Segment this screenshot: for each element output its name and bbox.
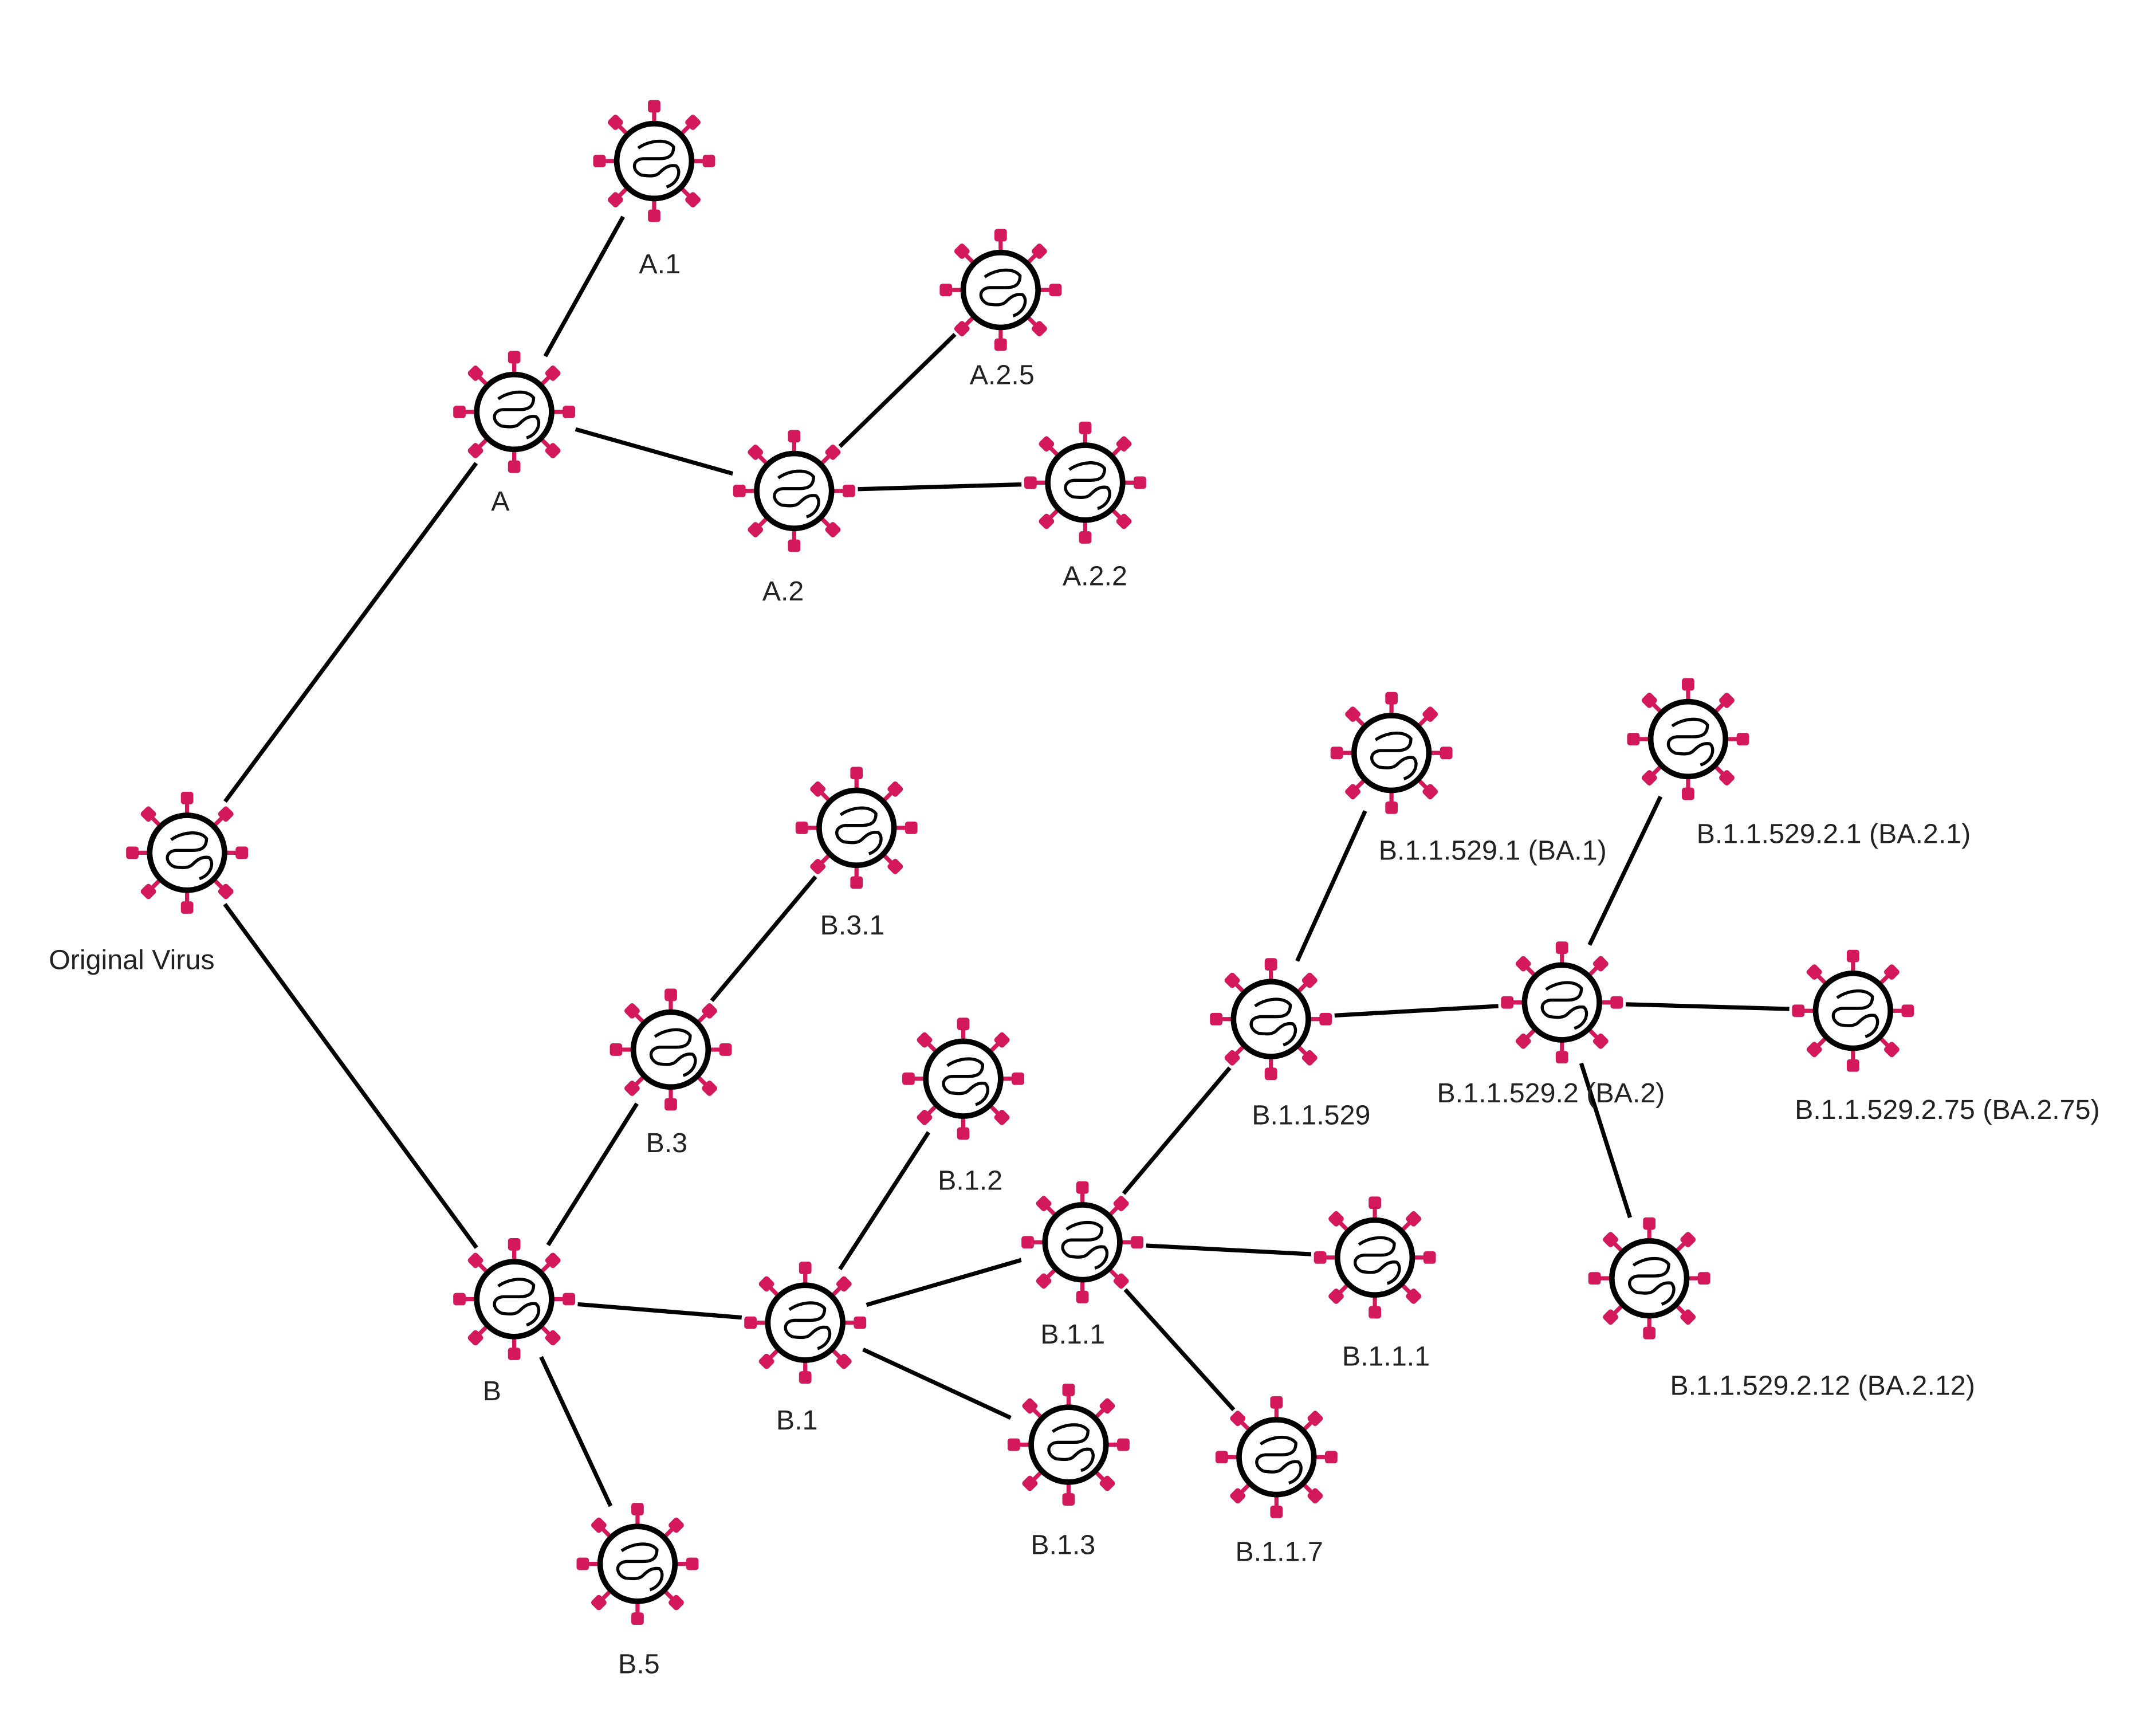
virus-node[interactable]: B.1.1.529	[1210, 958, 1370, 1131]
node-label: Original Virus	[49, 945, 214, 976]
virus-node[interactable]: A	[453, 351, 576, 517]
virus-node[interactable]: B.1.3	[1007, 1384, 1130, 1561]
virus-icon	[1792, 949, 1914, 1072]
edge-B-B1	[577, 1302, 742, 1320]
edge-B11-B117	[1123, 1288, 1236, 1412]
node-label: A.1	[639, 249, 681, 280]
virus-node[interactable]: B.1.2	[902, 1018, 1024, 1196]
virus-icon	[126, 791, 249, 914]
edge-orig-B	[223, 903, 478, 1249]
edge-B11-B111	[1146, 1243, 1312, 1256]
edge-A2-A25	[838, 333, 957, 448]
edge-B3-B31	[710, 875, 817, 1002]
edges	[223, 215, 1790, 1507]
virus-icon	[1627, 678, 1749, 800]
virus-icon	[453, 351, 576, 473]
virus-icon	[1210, 958, 1332, 1081]
node-label: B.5	[618, 1649, 660, 1680]
virus-icon	[795, 767, 918, 889]
node-label: B.3	[646, 1128, 687, 1158]
virus-icon	[1330, 692, 1453, 814]
node-label: A.2.5	[970, 360, 1035, 391]
virus-icon	[1021, 1181, 1144, 1303]
virus-node[interactable]: B.3	[609, 988, 732, 1158]
virus-icon	[1588, 1217, 1710, 1340]
edge-A2-A22	[858, 482, 1022, 492]
virus-node[interactable]: A.2.5	[939, 229, 1062, 391]
virus-node[interactable]: B.1.1.529.2.75 (BA.2.75)	[1792, 949, 2100, 1125]
virus-node[interactable]: B.3.1	[795, 767, 918, 941]
node-label: A.2	[762, 576, 804, 607]
node-label: A	[491, 486, 510, 517]
virus-icon	[453, 1238, 576, 1360]
virus-icon	[1215, 1396, 1338, 1518]
edge-orig-A	[223, 462, 478, 803]
virus-icon	[733, 430, 855, 552]
node-label: B.1.1.529.2.12 (BA.2.12)	[1670, 1370, 1975, 1401]
virus-icon	[902, 1018, 1024, 1140]
node-label: B.1.1.7	[1236, 1537, 1323, 1568]
virus-icon	[576, 1503, 699, 1625]
virus-icon	[1024, 421, 1146, 544]
virus-node[interactable]: B.1.1	[1021, 1181, 1144, 1350]
node-label: B.1.1.529.1 (BA.1)	[1379, 835, 1607, 866]
virus-node[interactable]: B.1.1.1	[1314, 1196, 1436, 1372]
edge-B11-B11529	[1122, 1066, 1232, 1195]
virus-icon	[744, 1262, 867, 1384]
node-label: B	[483, 1376, 501, 1407]
virus-icon	[1007, 1384, 1130, 1506]
virus-node[interactable]: B.1.1.529.1 (BA.1)	[1330, 692, 1607, 866]
node-label: B.1.1	[1040, 1319, 1105, 1350]
virus-node[interactable]: B.1.1.529.2.1 (BA.2.1)	[1627, 678, 1971, 850]
node-label: B.1.1.529	[1252, 1100, 1370, 1131]
edge-B1-B11	[866, 1258, 1022, 1307]
edge-B-B3	[546, 1102, 639, 1247]
edge-B-B5	[539, 1356, 613, 1507]
edge-B1-B12	[838, 1131, 931, 1271]
edge-BA2-BA21	[1587, 795, 1663, 946]
nodes: Original Virus A A.1A.2 A.2.5A.2.2B B.3 B.3.1…	[49, 100, 2100, 1680]
node-label: B.1.3	[1031, 1530, 1095, 1561]
virus-node[interactable]: B	[453, 1238, 576, 1407]
edge-A-A2	[575, 427, 734, 476]
virus-icon	[609, 988, 732, 1111]
node-label: B.1.1.529.2.1 (BA.2.1)	[1697, 818, 1971, 849]
node-label: A.2.2	[1063, 560, 1127, 591]
node-label: B.1.2	[938, 1165, 1002, 1196]
node-label: B.1.1.529.2.75 (BA.2.75)	[1795, 1094, 2099, 1125]
virus-node[interactable]: A.2	[733, 430, 855, 607]
virus-icon	[593, 100, 715, 222]
virus-icon	[939, 229, 1062, 351]
node-label: B.1.1.529.2 (BA.2)	[1437, 1078, 1665, 1109]
virus-icon	[1314, 1196, 1436, 1319]
virus-node[interactable]: B.1.1.7	[1215, 1396, 1338, 1568]
edge-B1-B13	[862, 1348, 1012, 1420]
virus-node[interactable]: B.1.1.529.2.12 (BA.2.12)	[1588, 1217, 1975, 1401]
edge-A-A1	[543, 215, 625, 358]
virus-node[interactable]: A.1	[593, 100, 715, 280]
edge-BA2-BA212	[1579, 1062, 1633, 1219]
node-label: B.1.1.1	[1342, 1341, 1430, 1372]
edge-B11529-BA2	[1334, 1004, 1499, 1018]
virus-node[interactable]: Original Virus	[49, 791, 249, 976]
edge-B11529-BA1	[1295, 810, 1367, 962]
node-label: B.3.1	[820, 910, 884, 941]
node-label: B.1	[776, 1405, 818, 1436]
virus-node[interactable]: A.2.2	[1024, 421, 1146, 591]
virus-node[interactable]: B.5	[576, 1503, 699, 1680]
virus-icon	[1501, 941, 1623, 1064]
edge-BA2-BA275	[1625, 1002, 1790, 1011]
virus-node[interactable]: B.1.1.529.2 (BA.2)	[1437, 941, 1665, 1109]
virus-node[interactable]: B.1	[744, 1262, 867, 1436]
